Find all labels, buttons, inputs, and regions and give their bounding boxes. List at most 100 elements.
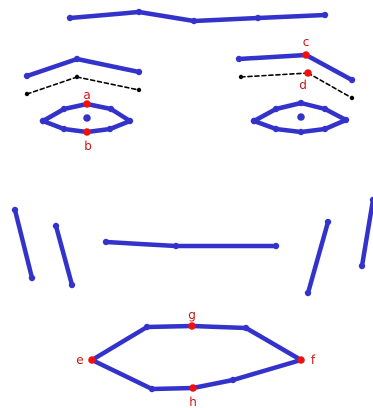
- right-jaw-inner-vertex: [305, 290, 311, 296]
- right-eye-vertex: [273, 106, 279, 112]
- point-h: [189, 384, 197, 392]
- nose-line-vertex: [103, 239, 109, 245]
- left-brow-upper-segment: [27, 59, 77, 76]
- label-c: c: [303, 35, 310, 49]
- nose-line-segment: [106, 242, 176, 246]
- landmark-vertices: [12, 9, 373, 392]
- right-brow-upper-vertex: [236, 56, 242, 62]
- left-brow-dashed-vertex: [137, 88, 141, 92]
- mouth-outline-vertex: [149, 386, 155, 392]
- left-brow-upper-vertex: [74, 56, 80, 62]
- left-brow-dashed-segment: [27, 77, 77, 94]
- mouth-outline-segment: [147, 326, 192, 327]
- left-brow-dashed-vertex: [75, 75, 79, 79]
- right-jaw-outer-segment: [362, 200, 373, 266]
- point-d: [304, 69, 312, 77]
- forehead-line-segment: [139, 12, 194, 21]
- mouth-outline-segment: [92, 360, 152, 389]
- right-eye-vertex: [251, 118, 257, 124]
- right-eye-segment: [254, 109, 276, 121]
- left-eye-segment: [111, 109, 130, 121]
- left-eye-segment: [110, 121, 130, 129]
- forehead-line-segment: [194, 18, 258, 21]
- point-b: [83, 128, 91, 136]
- right-eye-segment: [254, 121, 276, 129]
- mouth-outline-vertex: [243, 325, 249, 331]
- right-pupil: [297, 113, 305, 121]
- left-jaw-inner-segment: [56, 226, 72, 285]
- mouth-outline-vertex: [144, 324, 150, 330]
- right-eye-vertex: [298, 129, 304, 135]
- mouth-outline-segment: [152, 388, 193, 389]
- right-eye-vertex: [322, 106, 328, 112]
- label-b: b: [84, 139, 92, 153]
- left-brow-dashed-vertex: [25, 92, 29, 96]
- mouth-outline-segment: [192, 326, 246, 328]
- right-jaw-outer-vertex: [359, 263, 365, 269]
- point-g: [188, 322, 196, 330]
- left-jaw-inner-vertex: [69, 282, 75, 288]
- forehead-line-vertex: [67, 15, 73, 21]
- labeled-points: [83, 51, 312, 392]
- right-eye-vertex: [343, 117, 349, 123]
- point-f: [297, 356, 305, 364]
- right-eye-segment: [276, 129, 301, 132]
- nose-line-vertex: [173, 243, 179, 249]
- right-eye-vertex: [273, 126, 279, 132]
- right-jaw-inner-segment: [308, 222, 328, 293]
- nose-line-vertex: [273, 243, 279, 249]
- right-jaw-inner-vertex: [325, 219, 331, 225]
- left-jaw-outer-segment: [15, 210, 32, 278]
- label-d: d: [299, 78, 307, 92]
- left-eye-segment: [43, 121, 64, 129]
- label-e: e: [76, 353, 83, 367]
- forehead-line-vertex: [136, 9, 142, 15]
- left-jaw-outer-vertex: [12, 207, 18, 213]
- right-brow-upper-segment: [239, 55, 306, 59]
- left-brow-upper-segment: [77, 59, 139, 72]
- right-brow-upper-vertex: [349, 77, 355, 83]
- label-f: f: [311, 353, 316, 367]
- mouth-outline-segment: [233, 360, 301, 380]
- forehead-line-segment: [258, 15, 325, 18]
- right-brow-dashed-segment: [241, 73, 308, 77]
- right-brow-dashed-vertex: [239, 75, 243, 79]
- right-brow-dashed-vertex: [350, 96, 354, 100]
- right-eye-segment: [301, 103, 325, 109]
- solid-landmark-lines: [15, 12, 373, 389]
- right-eye-segment: [325, 120, 346, 129]
- forehead-line-vertex: [191, 18, 197, 24]
- point-c: [302, 51, 310, 59]
- left-eye-vertex: [61, 106, 67, 112]
- left-eye-vertex: [108, 106, 114, 112]
- right-eye-vertex: [322, 126, 328, 132]
- label-g: g: [188, 308, 196, 322]
- right-eye-segment: [276, 103, 301, 109]
- right-eye-segment: [301, 129, 325, 132]
- left-eye-segment: [43, 109, 64, 121]
- forehead-line-segment: [70, 12, 139, 18]
- left-eye-vertex: [61, 126, 67, 132]
- point-labels: a b c d e f g h: [76, 35, 316, 408]
- left-brow-upper-vertex: [136, 69, 142, 75]
- right-eye-vertex: [298, 100, 304, 106]
- left-eye-vertex: [127, 118, 133, 124]
- point-e: [88, 356, 96, 364]
- forehead-line-vertex: [255, 15, 261, 21]
- label-a: a: [83, 88, 90, 102]
- left-jaw-outer-vertex: [29, 275, 35, 281]
- left-brow-upper-vertex: [24, 73, 30, 79]
- right-eye-segment: [325, 109, 346, 120]
- right-brow-upper-segment: [306, 55, 352, 80]
- mouth-outline-segment: [193, 380, 233, 388]
- left-eye-vertex: [40, 118, 46, 124]
- left-jaw-inner-vertex: [53, 223, 59, 229]
- forehead-line-vertex: [322, 12, 328, 18]
- label-h: h: [189, 395, 197, 408]
- mouth-outline-segment: [246, 328, 301, 360]
- mouth-outline-segment: [92, 327, 147, 360]
- left-eye-vertex: [107, 126, 113, 132]
- mouth-outline-vertex: [230, 377, 236, 383]
- left-pupil: [83, 114, 91, 122]
